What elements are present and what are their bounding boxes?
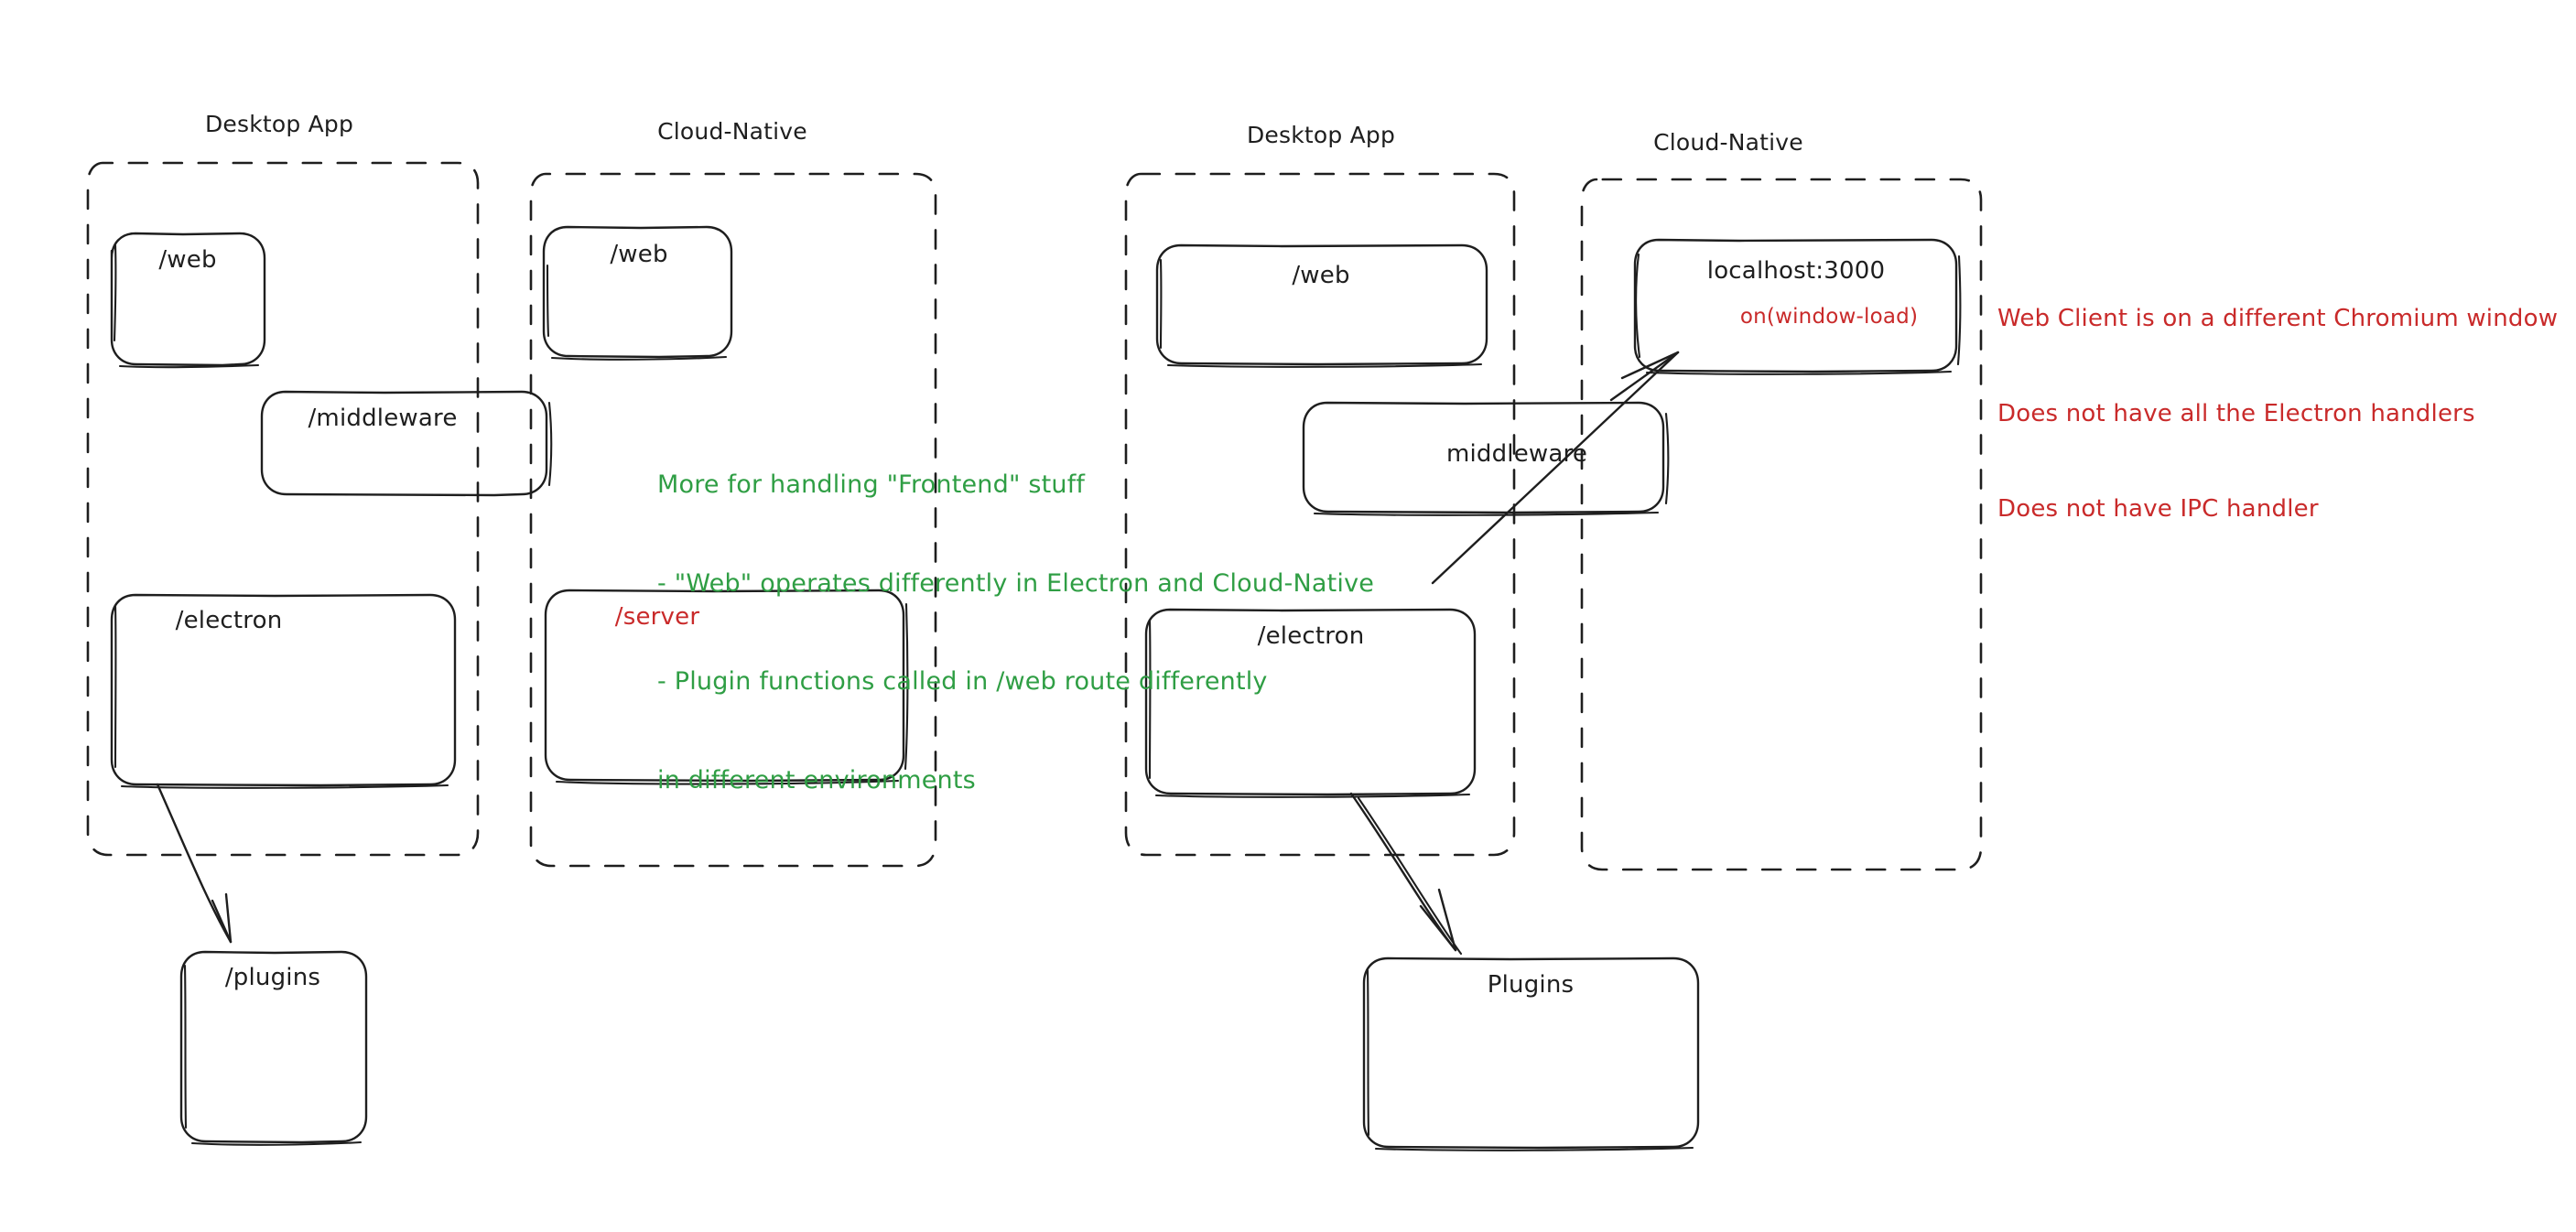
red-note-line-2: Does not have all the Electron handlers [1997,399,2475,427]
green-note-line-2: - "Web" operates differently in Electron… [657,568,1375,598]
left-desktop-app-container [86,161,480,857]
red-note-line-1: Web Client is on a different Chromium wi… [1997,305,2559,333]
left-group-label-cloud-native: Cloud-Native [657,118,807,145]
red-note-line-3: Does not have IPC handler [1997,494,2319,523]
right-box-label-middleware: middleware [1445,440,1588,468]
left-box-label-electron: /electron [175,607,283,634]
right-group-label-cloud-native: Cloud-Native [1653,129,1803,156]
right-box-label-localhost: localhost:3000 [1706,257,1886,285]
right-box-label-electron: /electron [1257,622,1365,650]
green-note-line-3: - Plugin functions called in /web route … [657,667,1268,697]
left-box-label-middleware: /middleware [308,405,458,432]
right-box-label-web: /web [1292,262,1350,289]
left-electron-box [110,593,457,789]
right-group-label-desktop-app: Desktop App [1246,122,1396,148]
red-annotation-note: Web Client is on a different Chromium wi… [1997,240,2558,588]
left-box-label-plugins: /plugins [224,964,321,991]
left-electron-to-plugins-arrow [156,783,233,944]
right-box-sublabel-on-window-load: on(window-load) [1739,305,1919,329]
left-box-label-server: /server [614,603,700,631]
right-box-label-plugins: Plugins [1487,971,1575,999]
green-annotation-note: More for handling "Frontend" stuff - "We… [657,403,1374,863]
left-group-label-desktop-app: Desktop App [204,111,354,137]
left-box-label-desktop-web: /web [158,246,217,274]
green-note-line-4: in different environments [657,765,976,794]
green-note-line-1: More for handling "Frontend" stuff [657,470,1086,499]
left-box-label-cloud-web: /web [610,241,668,268]
